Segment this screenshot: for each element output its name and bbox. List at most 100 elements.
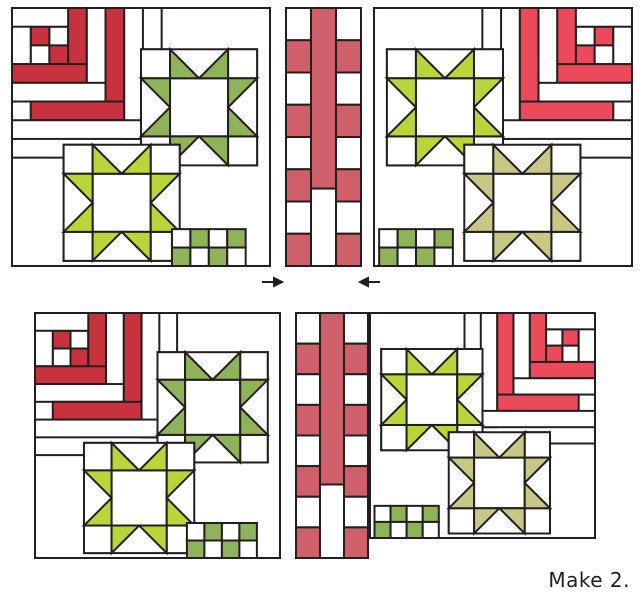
sashing-square <box>336 8 361 40</box>
checker <box>434 248 452 266</box>
log-center <box>71 331 89 349</box>
star-corner <box>449 508 474 533</box>
checker <box>190 248 208 266</box>
star-center <box>407 374 458 425</box>
sashing-square <box>296 405 320 436</box>
checker <box>423 522 439 538</box>
sashing-square <box>344 344 368 375</box>
sashing-square <box>344 466 368 497</box>
star-center <box>185 380 240 435</box>
log-center <box>53 331 71 349</box>
log <box>530 362 595 378</box>
log-center <box>595 45 614 64</box>
checker <box>222 541 240 559</box>
sashing-square <box>344 497 368 528</box>
sashing-square <box>336 40 361 72</box>
star-center <box>170 78 228 136</box>
log-center <box>576 27 595 46</box>
star-corner <box>551 232 580 261</box>
star-center <box>493 174 551 232</box>
arrow-head <box>360 278 368 286</box>
star-center <box>474 458 525 509</box>
sashing-square <box>286 234 311 266</box>
block-log-cabin-star-left <box>12 8 270 266</box>
log-center <box>71 349 89 367</box>
log <box>12 64 87 83</box>
checker <box>434 229 452 247</box>
star-corner <box>381 349 406 374</box>
sashing-center-strip <box>311 189 336 266</box>
log-center <box>595 27 614 46</box>
log-center <box>546 346 562 362</box>
star-corner <box>449 432 474 457</box>
log-center <box>49 45 68 64</box>
log <box>12 83 106 102</box>
sashing-square <box>336 169 361 201</box>
block-log-cabin-star-right <box>374 8 632 266</box>
checker <box>391 522 407 538</box>
star-corner <box>84 443 112 471</box>
arrow-head <box>274 278 282 286</box>
checker <box>375 522 391 538</box>
star-corner <box>240 435 268 463</box>
sashing-center-strip <box>320 313 344 485</box>
checker <box>209 229 227 247</box>
checker <box>227 248 245 266</box>
sashing-square <box>286 169 311 201</box>
star-corner <box>464 145 493 174</box>
star-center <box>112 470 167 525</box>
sashing-square <box>336 234 361 266</box>
star-corner <box>464 232 493 261</box>
sashing-square <box>296 466 320 497</box>
sashing-center-strip <box>320 485 344 559</box>
checker <box>423 506 439 522</box>
log-center <box>546 329 562 345</box>
sashing-square <box>296 497 320 528</box>
sashing-square <box>296 344 320 375</box>
star-corner <box>141 49 170 78</box>
sashing-square <box>286 105 311 137</box>
checker <box>190 229 208 247</box>
sashing-square <box>336 202 361 234</box>
sashing-center-strip <box>311 8 336 189</box>
checker <box>416 248 434 266</box>
log <box>557 64 632 83</box>
make-count-caption: Make 2. <box>548 568 630 592</box>
star-corner <box>381 425 406 450</box>
sashing-square <box>344 436 368 467</box>
checker <box>391 506 407 522</box>
star-corner <box>387 136 416 165</box>
sashing-square <box>336 137 361 169</box>
checker <box>187 541 205 559</box>
star-corner <box>158 352 186 380</box>
sashing-square <box>336 73 361 105</box>
checker <box>209 248 227 266</box>
log-center <box>31 45 50 64</box>
sashing-square <box>296 374 320 405</box>
sashing-square <box>344 374 368 405</box>
star-corner <box>64 232 93 261</box>
checker <box>379 229 397 247</box>
sashing-square <box>286 202 311 234</box>
checker <box>375 506 391 522</box>
log-center <box>31 27 50 46</box>
star-corner <box>228 49 257 78</box>
join-arrows <box>262 278 380 286</box>
checker <box>398 229 416 247</box>
sashing-square <box>296 527 320 558</box>
star-corner <box>457 349 482 374</box>
sashing-square <box>286 73 311 105</box>
log-center <box>53 349 71 367</box>
checker <box>379 248 397 266</box>
log <box>520 102 614 121</box>
star-corner <box>84 526 112 554</box>
sashing-square <box>344 405 368 436</box>
log-center <box>562 346 578 362</box>
log-center <box>49 27 68 46</box>
sashing-square <box>296 436 320 467</box>
star-corner <box>167 443 195 471</box>
star-center <box>93 174 151 232</box>
checker <box>239 523 257 541</box>
log <box>513 378 595 394</box>
